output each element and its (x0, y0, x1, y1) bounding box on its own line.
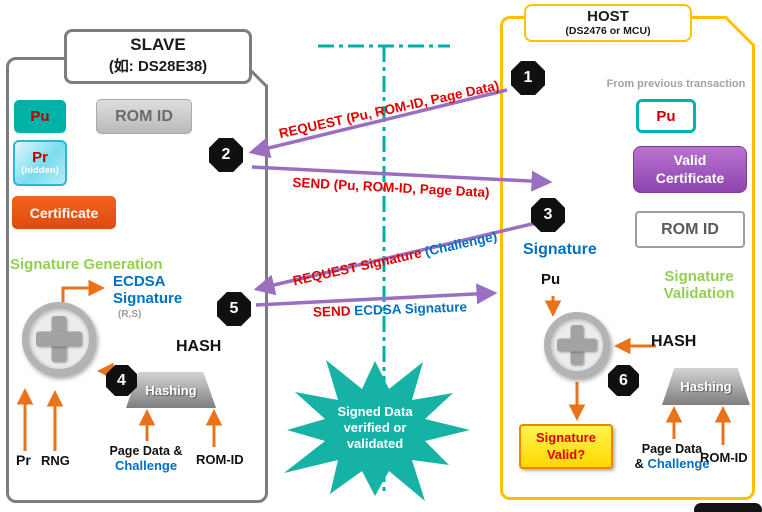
ecdsa-rs-label: (R,S) (118, 309, 142, 320)
plus-icon (556, 338, 598, 352)
host-title: HOST (587, 8, 629, 25)
slave-input-pr: Pr (16, 452, 31, 468)
host-subtitle: (DS2476 or MCU) (565, 25, 651, 37)
slave-certificate-badge: Certificate (12, 196, 116, 229)
host-title-box: HOST (DS2476 or MCU) (524, 4, 692, 42)
step-badge-1: 1 (511, 61, 545, 95)
step-badge-2: 2 (209, 138, 243, 172)
slave-input-romid: ROM-ID (196, 452, 244, 467)
host-panel-corner-cut (725, 0, 762, 46)
pagedata-line: Page Data & (109, 444, 183, 458)
slave-pr-hidden-label: (hidden) (21, 165, 59, 177)
starburst-caption: Signed Data verified or validated (337, 404, 413, 451)
signature-validation-label: Signature Validation (663, 268, 735, 302)
step-badge-3: 3 (531, 198, 565, 232)
slave-pu-badge: Pu (14, 100, 66, 133)
host-pu-badge: Pu (636, 99, 696, 133)
signing-engine-icon (22, 302, 96, 376)
footer-pill (694, 503, 762, 512)
slave-input-rng: RNG (41, 453, 70, 468)
host-hash-label: HASH (651, 333, 697, 350)
host-panel (500, 0, 762, 500)
slave-hash-label: HASH (176, 338, 222, 355)
signature-valid-badge: Signature Valid? (519, 424, 613, 469)
step-badge-4: 4 (106, 365, 137, 396)
plus-icon (35, 331, 83, 347)
host-input-pagedata: Page Data & Challenge (628, 442, 716, 471)
host-rom-id-badge: ROM ID (635, 211, 745, 248)
host-signature-label: Signature (523, 241, 597, 258)
msg-request-pagedata: REQUEST (Pu, ROM-ID, Page Data) (277, 77, 501, 142)
msg-request-signature: REQUEST Signature (Challenge) (291, 228, 499, 289)
slave-hashing-funnel: Hashing (126, 372, 216, 408)
challenge-line: & Challenge (634, 456, 710, 471)
slave-title: SLAVE (130, 35, 186, 54)
signature-generation-label: Signature Generation (10, 256, 163, 273)
host-input-romid: ROM-ID (700, 450, 748, 465)
step-badge-6: 6 (608, 365, 639, 396)
pagedata-line: Page Data (641, 442, 703, 456)
host-hashing-funnel: Hashing (662, 368, 750, 405)
step-badge-5: 5 (217, 292, 251, 326)
msg-send-pagedata: SEND (Pu, ROM-ID, Page Data) (292, 174, 490, 201)
ecdsa-signature-label: ECDSA Signature (113, 273, 183, 307)
slave-rom-id-badge: ROM ID (96, 99, 192, 134)
previous-transaction-label: From previous transaction (606, 78, 746, 90)
msg-send-signature: SEND ECDSA Signature (312, 299, 468, 320)
slave-title-box: SLAVE (如: DS28E38) (64, 29, 252, 84)
challenge-line: Challenge (114, 458, 178, 473)
slave-pr-badge: Pr (hidden) (13, 140, 67, 186)
slave-pr-label: Pr (32, 148, 48, 166)
slave-subtitle: (如: DS28E38) (108, 58, 208, 75)
slave-input-pagedata: Page Data & Challenge (98, 444, 194, 473)
verify-engine-icon (544, 312, 610, 378)
valid-certificate-badge: Valid Certificate (633, 146, 747, 193)
host-pu-input-label: Pu (541, 271, 561, 288)
